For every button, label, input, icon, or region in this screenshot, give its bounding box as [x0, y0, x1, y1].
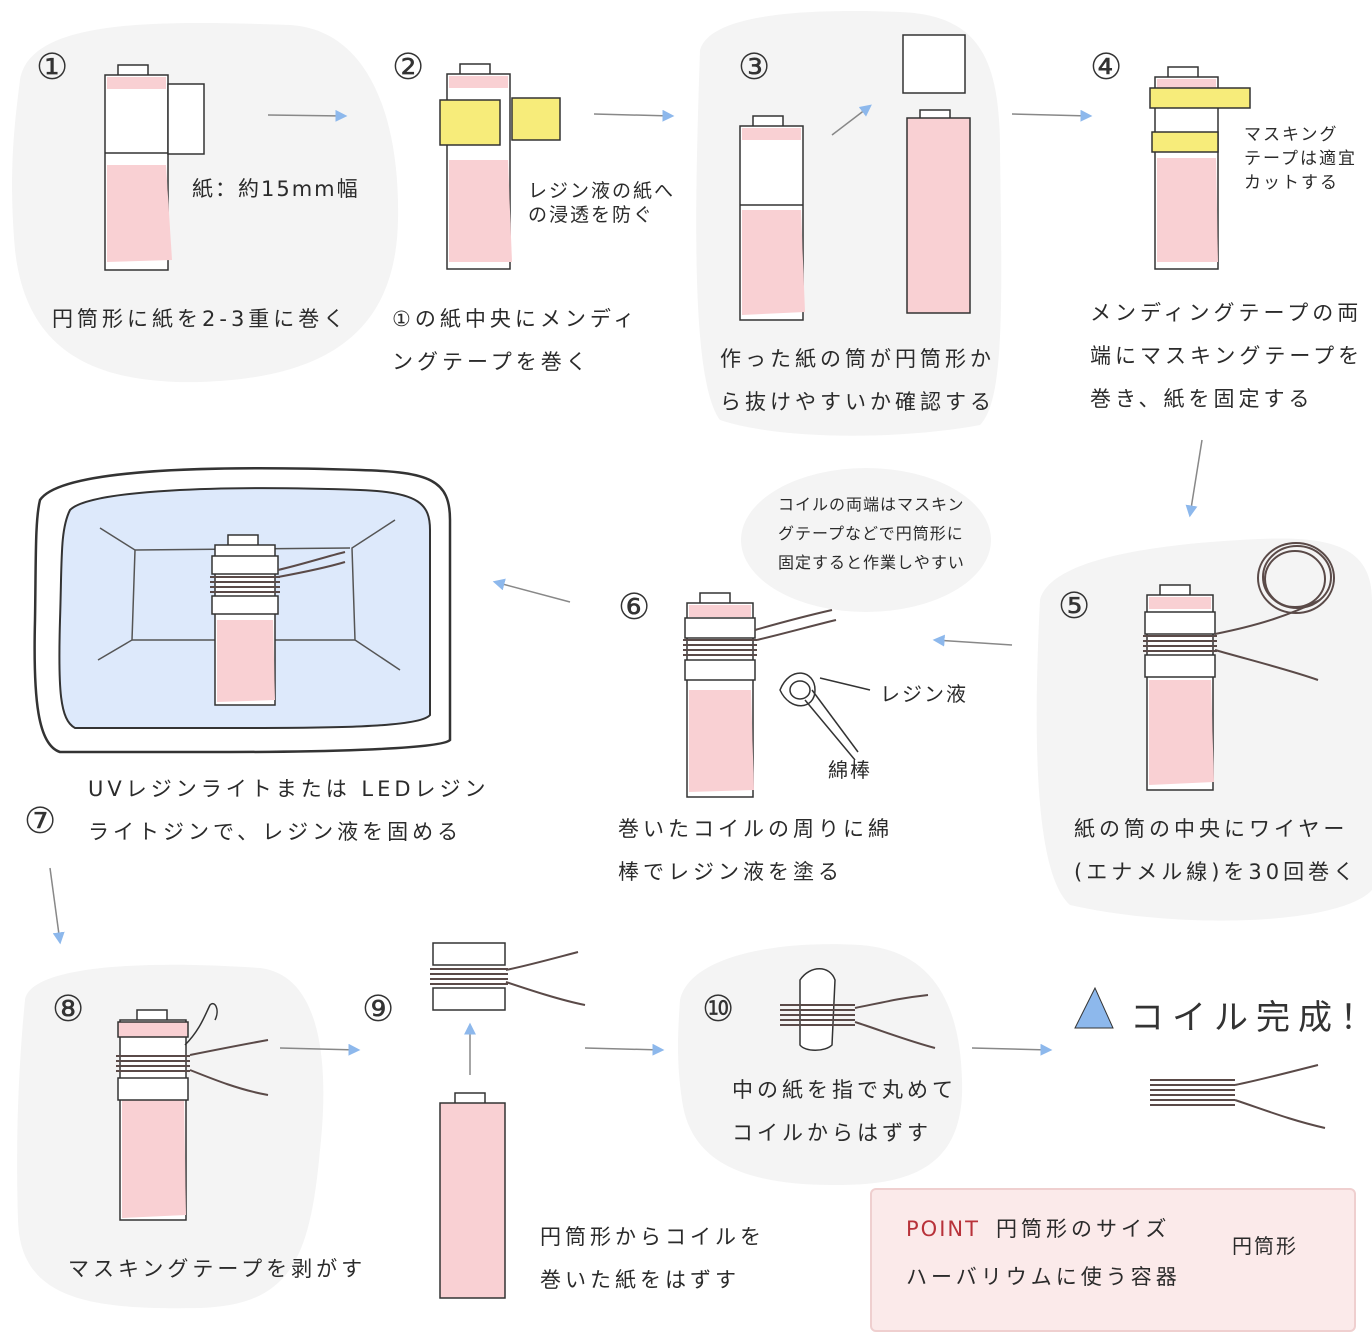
arrow-3-4 — [1011, 109, 1093, 122]
arrow-5-6 — [932, 634, 1013, 647]
uv-light-box — [33, 467, 452, 754]
arrow-8-9 — [279, 1043, 361, 1056]
step9-coil — [430, 942, 586, 1011]
resin-label: レジン液 — [880, 682, 968, 706]
step2-note-line2: の浸透を防ぐ — [528, 204, 655, 226]
step5-number: ⑤ — [1058, 586, 1091, 627]
step1-number: ① — [36, 47, 69, 88]
step4-note-line2: テープは適宜 — [1244, 149, 1357, 169]
step1-caption: 円筒形に紙を2-3重に巻く — [52, 307, 349, 331]
swab-label: 綿棒 — [828, 758, 872, 782]
step4-caption-line3: 巻き、紙を固定する — [1090, 387, 1314, 411]
step4-caption-line2: 端にマスキングテープを — [1090, 344, 1364, 368]
step2-caption-line2: ングテープを巻く — [392, 350, 591, 374]
step4-note-line1: マスキング — [1244, 125, 1339, 145]
step4-cylinder — [1149, 66, 1251, 270]
point-line2: ハーバリウムに使う容器 — [906, 1265, 1181, 1289]
step3-cylinders — [739, 34, 971, 321]
step10-caption-line2: コイルからはずす — [732, 1121, 932, 1145]
arrow-4-5 — [1185, 439, 1203, 518]
complete-label: コイル完成！ — [1130, 998, 1372, 1038]
arrow-6-7 — [492, 578, 571, 603]
tip-bubble-line1: コイルの両端はマスキン — [778, 495, 965, 514]
step3-caption-line1: 作った紙の筒が円筒形か — [720, 347, 995, 371]
step5-cylinder — [1143, 542, 1335, 791]
arrow-1-2 — [267, 109, 348, 122]
arrow-9-10 — [584, 1043, 665, 1056]
complete-triangle-icon — [1074, 986, 1114, 1029]
point-tag: POINT — [906, 1217, 980, 1241]
step7-caption-line2: ライトジンで、レジン液を固める — [88, 820, 463, 844]
step1-note: 紙：約15mm幅 — [192, 177, 360, 201]
step7-caption-line1: UVレジンライトまたは LEDレジン — [88, 777, 490, 801]
step3-number: ③ — [738, 47, 771, 88]
arrow-7-8 — [49, 867, 65, 945]
step9-cylinder — [439, 1092, 506, 1299]
tip-bubble — [741, 468, 991, 612]
point-box: POINT 円筒形のサイズ ハーバリウムに使う容器 円筒形 — [870, 1188, 1356, 1332]
step10-blob — [678, 944, 963, 1186]
step1-cylinder — [104, 64, 205, 271]
step9-caption-line2: 巻いた紙をはずす — [540, 1268, 740, 1292]
step2-caption-line1: ①の紙中央にメンディ — [392, 307, 639, 331]
arrow-2-3 — [593, 109, 675, 122]
step2-cylinder — [439, 63, 561, 270]
step3-caption-line2: ら抜けやすいか確認する — [720, 390, 995, 414]
step9-number: ⑨ — [362, 989, 395, 1030]
step8-caption: マスキングテープを剥がす — [68, 1257, 367, 1281]
step6-number: ⑥ — [618, 587, 651, 628]
step9-caption-line1: 円筒形からコイルを — [540, 1225, 765, 1249]
finished-coil — [1150, 1064, 1326, 1129]
step2-note-line1: レジン液の紙へ — [528, 180, 676, 202]
step6-caption-line2: 棒でレジン液を塗る — [618, 860, 843, 884]
tip-bubble-line3: 固定すると作業しやすい — [778, 553, 965, 572]
tip-bubble-line2: グテープなどで円筒形に — [778, 524, 964, 543]
step10-number: ⑩ — [702, 989, 735, 1030]
arrow-3-up — [831, 104, 872, 136]
step4-note-line3: カットする — [1244, 173, 1339, 193]
step5-caption-line2: (エナメル線)を30回巻く — [1074, 860, 1359, 884]
step8-cylinder — [116, 1003, 269, 1221]
point-title: 円筒形のサイズ — [996, 1217, 1171, 1241]
step5-caption-line1: 紙の筒の中央にワイヤー — [1074, 817, 1349, 841]
point-side-label: 円筒形 — [1232, 1234, 1298, 1258]
step2-number: ② — [392, 47, 425, 88]
step6-cylinder — [683, 592, 871, 798]
step10-coil — [780, 968, 936, 1051]
step4-caption-line1: メンディングテープの両 — [1090, 301, 1363, 325]
arrow-10-done — [971, 1043, 1053, 1056]
step4-number: ④ — [1090, 47, 1123, 88]
step8-number: ⑧ — [52, 989, 85, 1030]
step6-caption-line1: 巻いたコイルの周りに綿 — [618, 817, 893, 841]
step10-caption-line1: 中の紙を指で丸めて — [732, 1078, 957, 1102]
step7-number: ⑦ — [24, 801, 57, 842]
